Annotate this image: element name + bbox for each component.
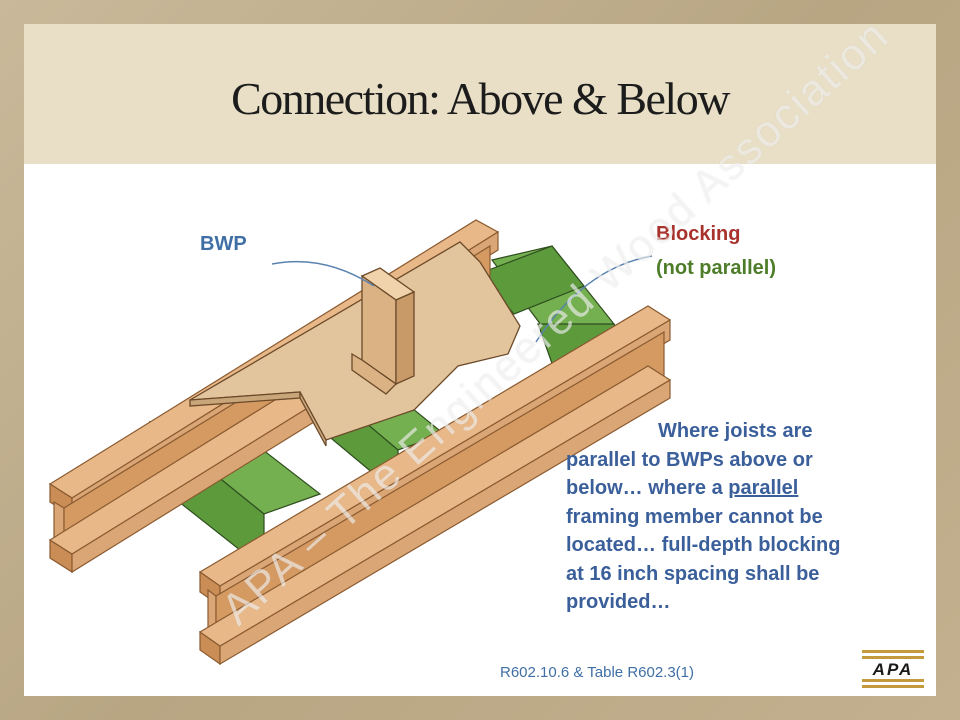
sheathing-panel [189, 241, 521, 447]
blocking-label: Blocking [656, 223, 741, 245]
body-line-6: at 16 inch spacing shall be [566, 562, 820, 585]
bwp-stud [351, 267, 416, 395]
apa-logo: APA [862, 650, 924, 688]
framing-illustration [48, 219, 672, 666]
body-line-4: framing member cannot be [566, 505, 823, 528]
blocking-leader-line [535, 255, 653, 343]
body-line-1: Where joists are [658, 420, 813, 442]
slide-title: Connection: Above & Below [231, 73, 730, 124]
body-line-3: below… where a parallel [566, 474, 936, 503]
code-citation: R602.10.6 & Table R602.3(1) [500, 664, 695, 681]
right-joist [198, 305, 672, 666]
bwp-leader-line [271, 260, 375, 287]
body-line-7: provided… [566, 591, 671, 613]
parallel-underlined: parallel [728, 477, 799, 499]
title-band: Connection: Above & Below [24, 24, 936, 164]
svg-text:APA: APA [872, 660, 914, 679]
body-line-5: located… full-depth blocking [566, 534, 841, 556]
body-line-3a: below… where a [566, 477, 729, 499]
not-parallel-label: (not parallel) [656, 257, 777, 279]
body-line-2: parallel to BWPs above or [566, 448, 813, 471]
slide: Connection: Above & Below [24, 24, 936, 696]
bwp-label: BWP [200, 233, 247, 255]
body-paragraph: Where joists are parallel to BWPs above … [566, 417, 936, 617]
